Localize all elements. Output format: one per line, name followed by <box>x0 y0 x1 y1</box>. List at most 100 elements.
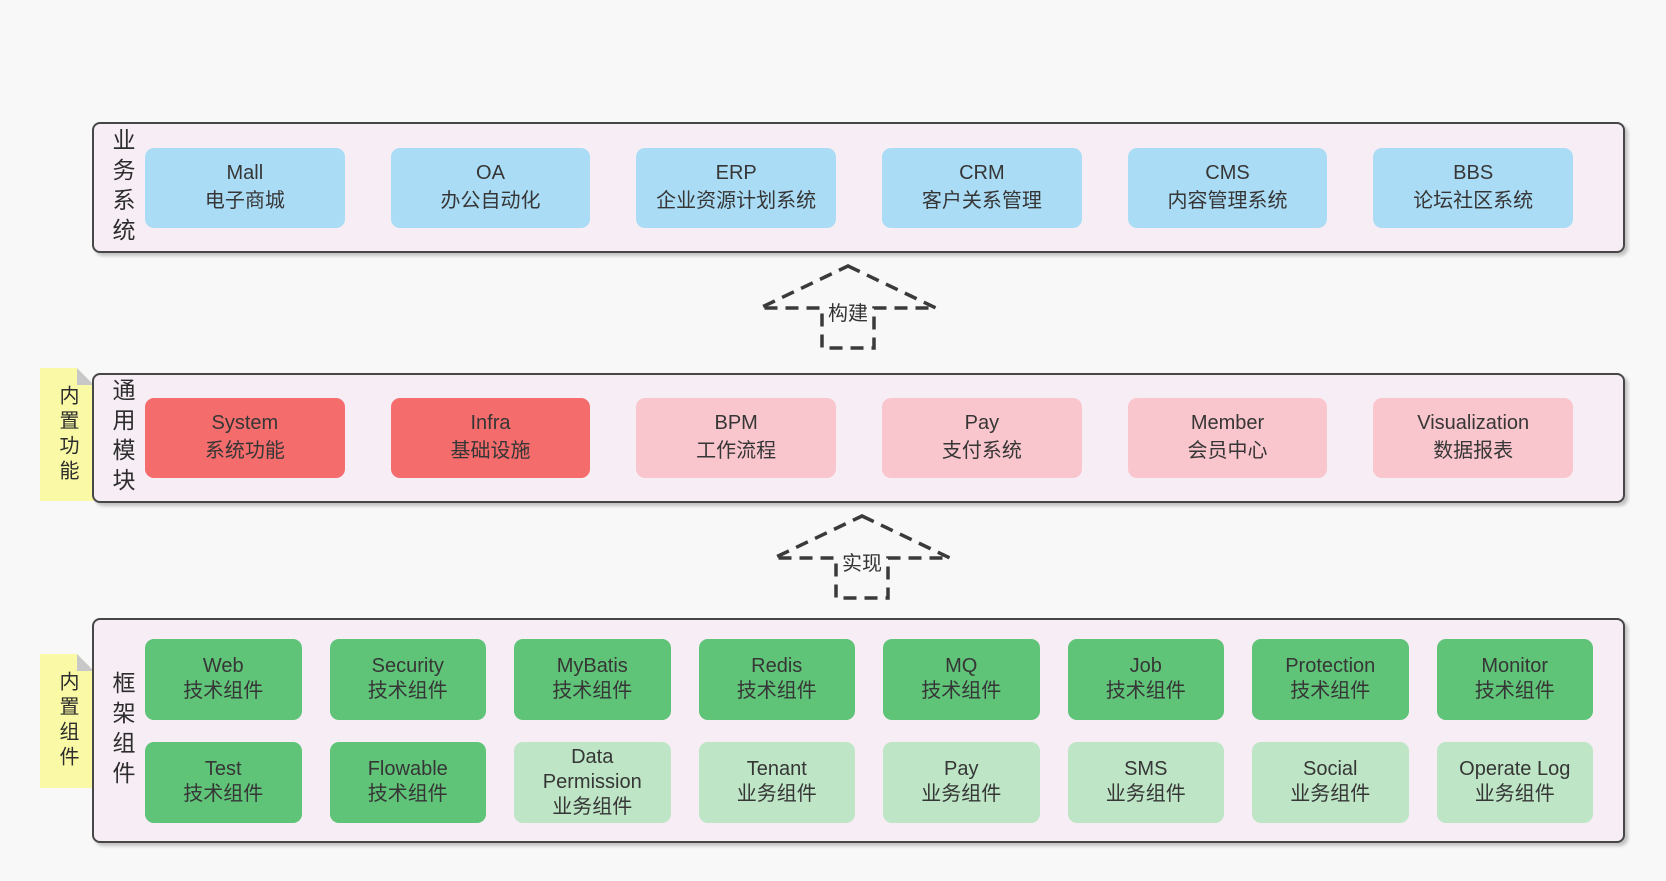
box-bbs: BBS 论坛社区系统 <box>1373 147 1574 228</box>
box-member: Member 会员中心 <box>1127 398 1328 478</box>
box-security: Security 技术组件 <box>329 638 486 720</box>
box-tenant-zh: 业务组件 <box>736 783 817 805</box>
box-security-en: Security <box>371 655 444 677</box>
sticky-built-in-features: 内置功能 <box>40 368 94 501</box>
arrow-build-label: 构建 <box>828 302 868 325</box>
sticky-built-in-components-label: 内置组件 <box>56 671 78 771</box>
box-sms-en: SMS <box>1124 758 1168 780</box>
box-social-en: Social <box>1303 758 1358 780</box>
box-job-zh: 技术组件 <box>1105 680 1186 702</box>
box-monitor: Monitor 技术组件 <box>1436 638 1593 720</box>
box-social-zh: 业务组件 <box>1290 783 1371 805</box>
box-redis: Redis 技术组件 <box>698 638 855 720</box>
box-oa: OA 办公自动化 <box>390 147 591 228</box>
band-label-common-modules: 通用模块 <box>109 378 135 498</box>
box-pay-module-en: Pay <box>964 412 1000 435</box>
box-redis-en: Redis <box>751 655 803 677</box>
band-common-rows: System 系统功能 Infra 基础设施 BPM 工作流程 Pay 支付系统… <box>145 375 1623 501</box>
box-cms-en: CMS <box>1205 161 1250 184</box>
box-member-zh: 会员中心 <box>1187 440 1268 462</box>
box-infra-en: Infra <box>470 412 511 435</box>
box-pay-component-zh: 业务组件 <box>921 783 1002 805</box>
box-protection-en: Protection <box>1285 655 1376 677</box>
box-mq-en: MQ <box>945 655 978 677</box>
box-system: System 系统功能 <box>145 398 345 478</box>
sticky-built-in-components: 内置组件 <box>40 654 94 788</box>
box-social: Social 业务组件 <box>1252 741 1409 823</box>
box-visualization: Visualization 数据报表 <box>1373 398 1574 478</box>
box-pay-module: Pay 支付系统 <box>882 398 1082 478</box>
box-flowable-zh: 技术组件 <box>367 783 448 805</box>
box-web-zh: 技术组件 <box>183 680 264 702</box>
band-framework-components: 框架组件 Web 技术组件 Security 技术组件 MyBatis 技术组件… <box>92 618 1625 843</box>
dashed-up-arrow-build: 构建 <box>755 262 941 352</box>
box-test-en: Test <box>204 758 242 780</box>
band-label-framework-components: 框架组件 <box>109 670 135 791</box>
box-cms-zh: 内容管理系统 <box>1167 189 1288 212</box>
box-oa-zh: 办公自动化 <box>440 189 541 212</box>
box-crm: CRM 客户关系管理 <box>882 147 1082 228</box>
box-visualization-zh: 数据报表 <box>1433 440 1514 462</box>
framework-row-1: Web 技术组件 Security 技术组件 MyBatis 技术组件 Redi… <box>145 638 1593 720</box>
box-pay-component-en: Pay <box>944 758 979 780</box>
box-member-en: Member <box>1190 412 1265 435</box>
box-test: Test 技术组件 <box>145 741 302 823</box>
box-data-permission: Data Permission 业务组件 <box>514 741 671 823</box>
box-web-en: Web <box>202 655 244 677</box>
box-flowable: Flowable 技术组件 <box>329 741 486 823</box>
box-bbs-en: BBS <box>1453 161 1494 184</box>
box-protection: Protection 技术组件 <box>1252 638 1409 720</box>
box-infra: Infra 基础设施 <box>390 398 591 478</box>
box-mq: MQ 技术组件 <box>883 638 1040 720</box>
box-protection-zh: 技术组件 <box>1290 680 1371 702</box>
box-sms: SMS 业务组件 <box>1067 741 1224 823</box>
band-label-business-systems: 业务系统 <box>109 127 135 248</box>
box-data-permission-en: Data Permission <box>542 745 642 793</box>
sticky-built-in-features-label: 内置功能 <box>56 384 78 485</box>
box-mybatis-zh: 技术组件 <box>552 680 633 702</box>
box-job: Job 技术组件 <box>1067 638 1224 720</box>
box-operate-log: Operate Log 业务组件 <box>1436 741 1593 823</box>
box-crm-en: CRM <box>959 161 1005 184</box>
box-erp-zh: 企业资源计划系统 <box>656 189 817 212</box>
business-row: Mall 电子商城 OA 办公自动化 ERP 企业资源计划系统 CRM 客户关系… <box>145 147 1574 228</box>
box-mybatis: MyBatis 技术组件 <box>514 638 671 720</box>
box-mq-zh: 技术组件 <box>921 680 1002 702</box>
box-flowable-en: Flowable <box>367 758 448 780</box>
box-tenant: Tenant 业务组件 <box>698 741 855 823</box>
band-business-rows: Mall 电子商城 OA 办公自动化 ERP 企业资源计划系统 CRM 客户关系… <box>145 124 1623 251</box>
box-system-en: System <box>211 412 279 435</box>
box-security-zh: 技术组件 <box>367 680 448 702</box>
band-common-modules: 通用模块 System 系统功能 Infra 基础设施 BPM 工作流程 Pay… <box>92 373 1625 503</box>
box-bpm-zh: 工作流程 <box>696 440 777 462</box>
box-visualization-en: Visualization <box>1417 412 1530 435</box>
box-erp-en: ERP <box>715 161 757 184</box>
box-redis-zh: 技术组件 <box>736 680 817 702</box>
box-test-zh: 技术组件 <box>183 783 264 805</box>
box-job-en: Job <box>1129 655 1162 677</box>
framework-row-2: Test 技术组件 Flowable 技术组件 Data Permission … <box>145 741 1593 823</box>
box-mybatis-en: MyBatis <box>556 655 628 677</box>
box-mall-zh: 电子商城 <box>204 189 285 212</box>
dashed-up-arrow-implement: 实现 <box>769 512 955 602</box>
box-oa-en: OA <box>476 161 505 184</box>
box-cms: CMS 内容管理系统 <box>1127 147 1328 228</box>
box-crm-zh: 客户关系管理 <box>921 189 1042 212</box>
box-sms-zh: 业务组件 <box>1105 783 1186 805</box>
box-infra-zh: 基础设施 <box>450 440 531 462</box>
box-web: Web 技术组件 <box>145 638 302 720</box>
box-operate-log-zh: 业务组件 <box>1474 783 1555 805</box>
box-system-zh: 系统功能 <box>204 440 285 462</box>
up-arrow-icon: 构建 <box>759 264 937 350</box>
box-tenant-en: Tenant <box>746 758 807 780</box>
box-data-permission-zh: 业务组件 <box>552 795 633 818</box>
box-pay-component: Pay 业务组件 <box>883 741 1040 823</box>
arrow-implement-label: 实现 <box>842 552 882 575</box>
up-arrow-icon: 实现 <box>773 514 951 600</box>
box-bpm: BPM 工作流程 <box>636 398 837 478</box>
box-erp: ERP 企业资源计划系统 <box>636 147 837 228</box>
band-business-systems: 业务系统 Mall 电子商城 OA 办公自动化 ERP 企业资源计划系统 CRM… <box>92 122 1625 253</box>
box-operate-log-en: Operate Log <box>1459 758 1571 780</box>
box-bpm-en: BPM <box>714 412 758 435</box>
box-mall: Mall 电子商城 <box>145 147 345 228</box>
